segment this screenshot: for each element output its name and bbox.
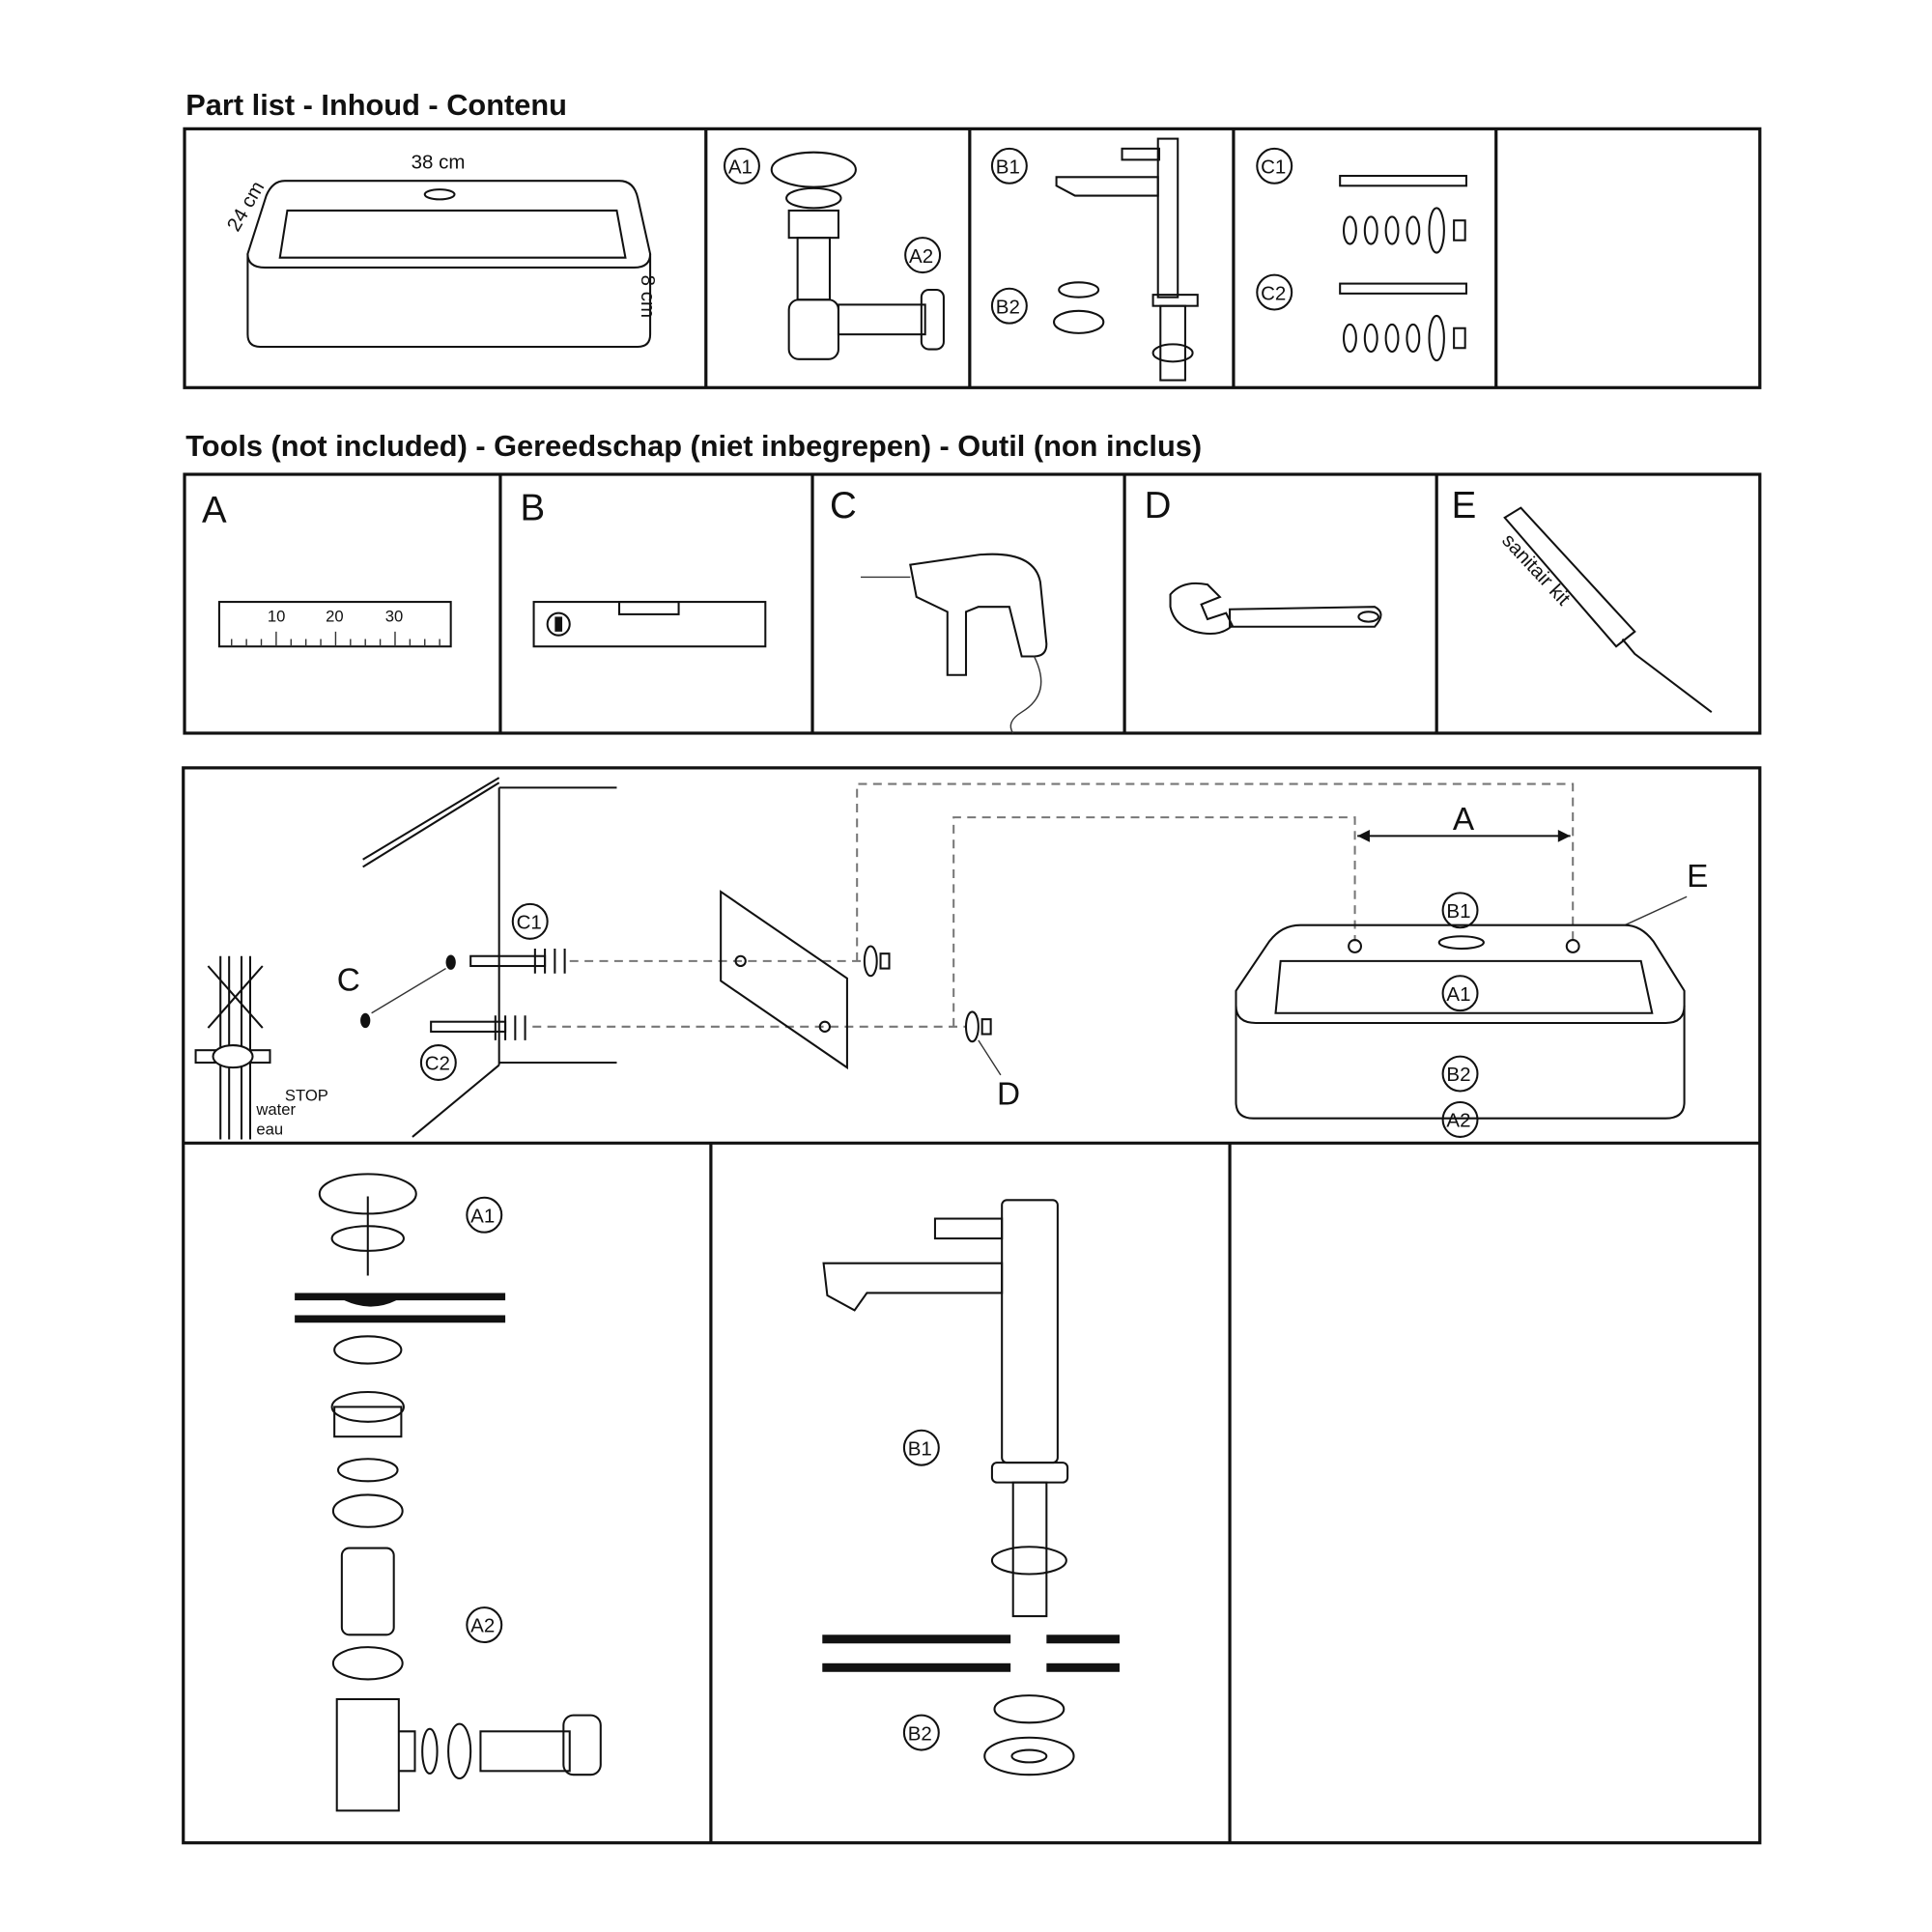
tool-letter-e: E [1452, 485, 1477, 526]
label-a2-diagram: A2 [1441, 1100, 1479, 1138]
svg-text:B1: B1 [1446, 900, 1470, 923]
basin-width-label: 38 cm [412, 151, 466, 173]
drain-drawing [770, 151, 945, 360]
svg-text:B1: B1 [908, 1437, 932, 1460]
basin-drawing [246, 180, 652, 349]
svg-text:B2: B2 [996, 296, 1020, 318]
svg-text:A1: A1 [1446, 983, 1470, 1006]
svg-text:C1: C1 [1261, 156, 1286, 178]
svg-text:C1: C1 [517, 912, 542, 934]
tools-table [183, 472, 1762, 735]
svg-text:A2: A2 [909, 245, 933, 268]
label-a2-assembly: A2 [466, 1606, 503, 1644]
svg-text:A1: A1 [728, 156, 753, 178]
svg-text:B2: B2 [908, 1722, 932, 1745]
ruler-icon: 10 20 30 [217, 601, 452, 648]
label-b2: B2 [990, 287, 1028, 325]
svg-text:B1: B1 [996, 156, 1020, 178]
label-a1-diagram: A1 [1441, 975, 1479, 1012]
water-stop-icon [194, 955, 271, 1140]
svg-text:C2: C2 [1261, 282, 1286, 304]
fixings-drawing [1339, 175, 1467, 362]
tool-letter-b: B [520, 487, 545, 528]
svg-text:C2: C2 [425, 1053, 450, 1075]
label-c2: C2 [1256, 273, 1293, 311]
label-b2-diagram: B2 [1441, 1055, 1479, 1093]
eau-label: eau [256, 1120, 283, 1138]
label-b1: B1 [990, 147, 1028, 185]
label-c1: C1 [1256, 147, 1293, 185]
label-b1-assembly: B1 [902, 1429, 940, 1466]
label-a1: A1 [723, 147, 760, 185]
svg-text:A2: A2 [470, 1615, 495, 1637]
label-c2-diagram: C2 [419, 1044, 457, 1081]
svg-text:sanitair kit: sanitair kit [1497, 529, 1575, 610]
label-b1-diagram: B1 [1441, 892, 1479, 929]
parts-title: Part list - Inhoud - Contenu [185, 88, 567, 122]
svg-text:10: 10 [268, 608, 286, 626]
sealant-label: E [1687, 859, 1708, 895]
distance-label: A [1453, 802, 1475, 838]
tool-letter-c: C [830, 485, 857, 526]
svg-text:A1: A1 [470, 1205, 495, 1227]
svg-text:20: 20 [326, 608, 344, 626]
drain-assembly-drawing [295, 1173, 602, 1812]
sealant-tube-icon: sanitair kit [1497, 506, 1713, 713]
drill-label: C [337, 963, 360, 999]
spirit-level-icon [532, 601, 767, 648]
label-a1-assembly: A1 [466, 1196, 503, 1234]
stop-label: STOP [285, 1087, 328, 1105]
tool-letter-a: A [202, 490, 227, 531]
wall-drawing [360, 777, 1575, 1138]
basin-front-drawing [1235, 895, 1688, 1120]
water-label: water [255, 1100, 296, 1119]
wrench-label: D [997, 1077, 1020, 1113]
wrench-icon [1169, 582, 1382, 635]
assembly-frame [182, 766, 1762, 1845]
faucet-drawing [1053, 137, 1199, 382]
tool-letter-d: D [1145, 485, 1172, 526]
svg-text:30: 30 [385, 608, 404, 626]
label-b2-assembly: B2 [902, 1714, 940, 1751]
basin-height-label: 8 cm [637, 275, 659, 318]
svg-text:A2: A2 [1446, 1110, 1470, 1132]
label-a2: A2 [904, 237, 942, 274]
faucet-assembly-drawing [822, 1199, 1120, 1776]
tools-title: Tools (not included) - Gereedschap (niet… [185, 429, 1202, 463]
parts-table [183, 127, 1762, 389]
drill-icon [861, 553, 1048, 734]
label-c1-diagram: C1 [511, 902, 549, 940]
svg-text:B2: B2 [1446, 1064, 1470, 1086]
